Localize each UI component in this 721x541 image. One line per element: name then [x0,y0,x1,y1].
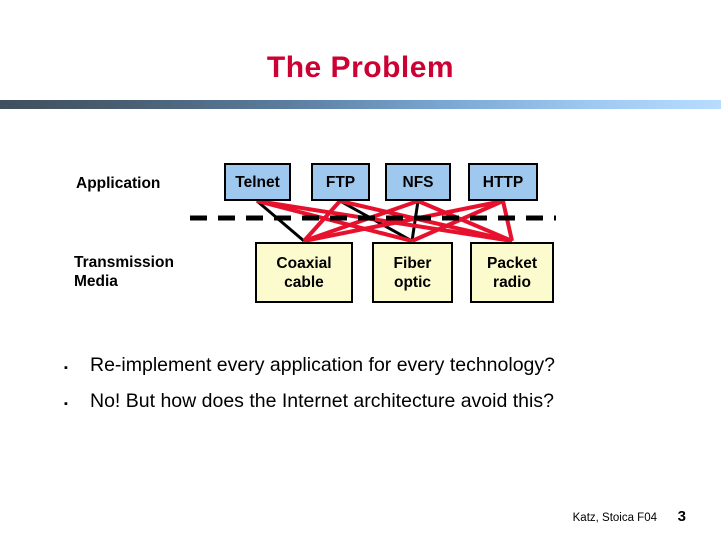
page-title: The Problem [266,51,455,84]
bullet-square-icon: ▪ [64,398,68,410]
footer-credit: Katz, Stoica F04 [572,512,657,524]
layer-label-application: Application [76,175,161,192]
bullet-list: ▪ Re-implement every application for eve… [62,352,692,424]
list-item: ▪ Re-implement every application for eve… [62,352,692,381]
node-nfs[interactable]: NFS [385,163,451,201]
node-coaxial-cable[interactable]: Coaxial cable [255,242,353,303]
layer-label-transmission-media: Transmission Media [74,254,174,290]
bullet-text: Re-implement every application for every… [90,354,555,376]
red-connection-lines [256,199,514,243]
node-ftp[interactable]: FTP [311,163,370,201]
list-item: ▪ No! But how does the Internet architec… [62,388,692,417]
node-telnet[interactable]: Telnet [224,163,291,201]
node-fiber-optic[interactable]: Fiber optic [372,242,453,303]
node-http[interactable]: HTTP [468,163,538,201]
bullet-text: No! But how does the Internet architectu… [90,390,554,412]
black-connection-lines [256,199,513,243]
node-packet-radio[interactable]: Packet radio [470,242,554,303]
title-gradient-rule [0,100,721,109]
bullet-square-icon: ▪ [64,362,68,374]
footer-page-number: 3 [677,508,686,525]
